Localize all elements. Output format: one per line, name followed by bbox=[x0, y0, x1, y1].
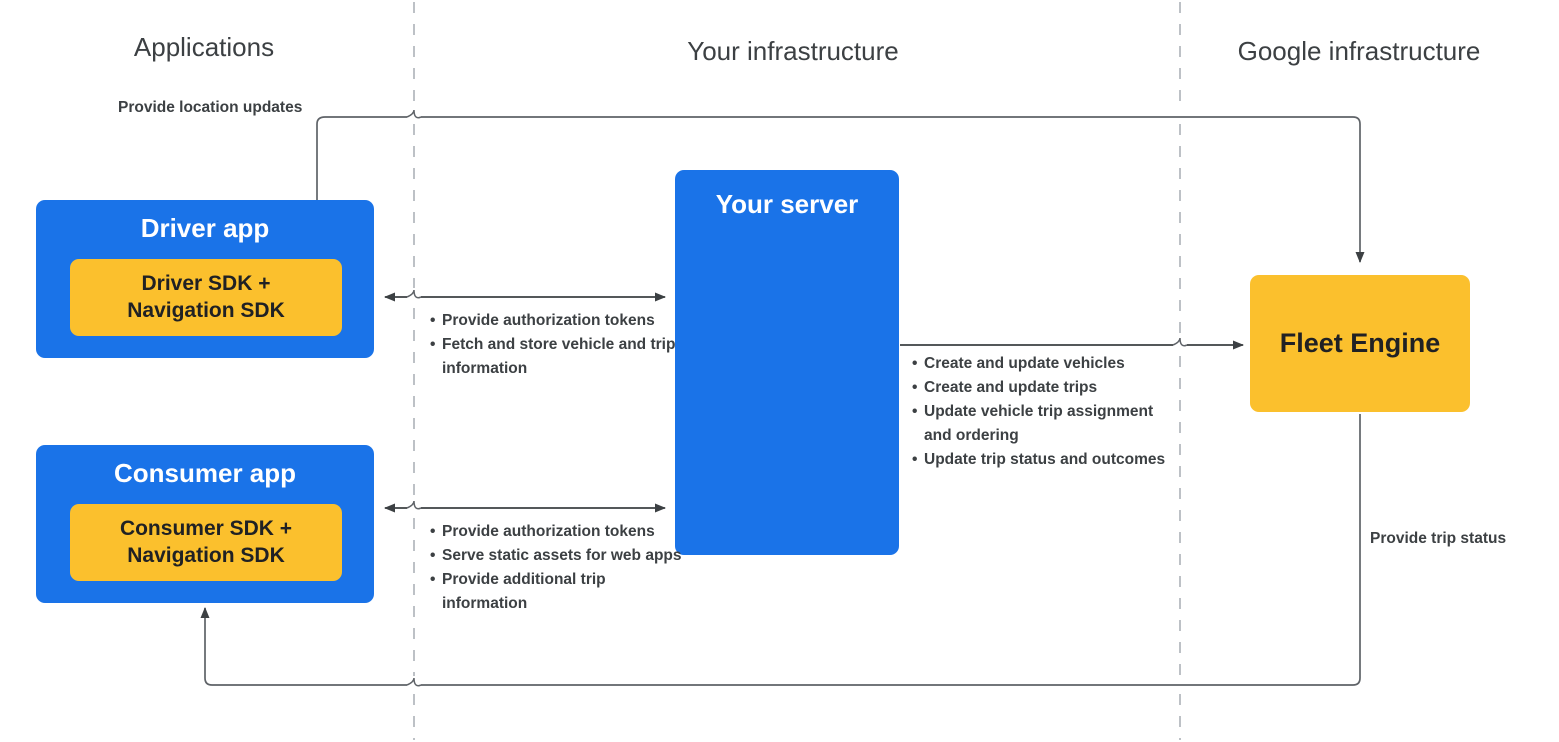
list-item: Provide authorization tokens bbox=[430, 520, 690, 544]
list-item: Serve static assets for web apps bbox=[430, 544, 690, 568]
your-server-title: Your server bbox=[715, 189, 859, 219]
edge-driver-server bbox=[384, 289, 666, 302]
list-item: Provide authorization tokens bbox=[430, 309, 690, 333]
driver-sdk-line-1: Driver SDK + bbox=[141, 272, 271, 296]
driver-sdk-label: Driver SDK + Navigation SDK bbox=[127, 271, 285, 324]
consumer-sdk-line-2: Navigation SDK bbox=[127, 543, 285, 567]
node-fleet-engine[interactable]: Fleet Engine bbox=[1250, 275, 1470, 412]
zone-header-your-infrastructure: Your infrastructure bbox=[687, 36, 899, 66]
edge-label-provide-trip-status: Provide trip status bbox=[1370, 530, 1507, 547]
driver-sdk-line-2: Navigation SDK bbox=[127, 298, 285, 322]
edge-list-consumer-server: Provide authorization tokens Serve stati… bbox=[430, 520, 690, 616]
edge-list-driver-server: Provide authorization tokens Fetch and s… bbox=[430, 309, 690, 381]
list-item: Update vehicle trip assignment and order… bbox=[912, 400, 1182, 448]
zone-header-applications: Applications bbox=[133, 32, 275, 62]
driver-app-title: Driver app bbox=[140, 213, 270, 243]
consumer-app-title: Consumer app bbox=[113, 458, 297, 488]
consumer-sdk-line-1: Consumer SDK + bbox=[119, 517, 293, 541]
list-item: Update trip status and outcomes bbox=[912, 448, 1182, 472]
consumer-sdk-label: Consumer SDK + Navigation SDK bbox=[120, 516, 292, 569]
edge-list-server-fleet: Create and update vehicles Create and up… bbox=[912, 352, 1182, 472]
edge-consumer-server bbox=[384, 500, 666, 513]
list-item: Fetch and store vehicle and trip informa… bbox=[430, 333, 690, 381]
list-item: Create and update trips bbox=[912, 376, 1182, 400]
list-item: Create and update vehicles bbox=[912, 352, 1182, 376]
list-item: Provide additional trip information bbox=[430, 568, 690, 616]
edge-label-provide-location-updates: Provide location updates bbox=[118, 99, 303, 116]
node-consumer-sdk[interactable]: Consumer SDK + Navigation SDK bbox=[70, 504, 342, 581]
edge-server-to-fleet bbox=[900, 337, 1244, 350]
node-your-server[interactable]: Your server bbox=[675, 170, 899, 555]
node-driver-sdk[interactable]: Driver SDK + Navigation SDK bbox=[70, 259, 342, 336]
fleet-engine-title: Fleet Engine bbox=[1279, 328, 1441, 358]
zone-header-google-infrastructure: Google infrastructure bbox=[1237, 36, 1481, 66]
